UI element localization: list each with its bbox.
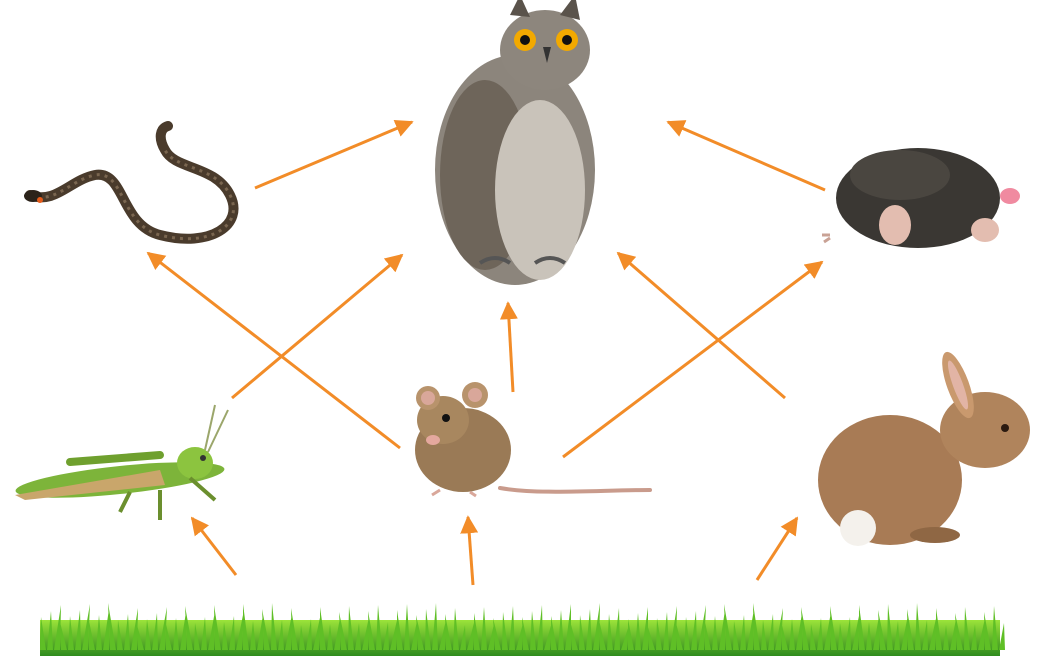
arrow-rabbit-to-owl	[618, 253, 785, 398]
arrow-mouse-to-mole	[563, 262, 822, 457]
mouse-icon	[415, 382, 650, 496]
arrow-grass-to-mouse	[468, 517, 473, 585]
rabbit-icon	[818, 348, 1030, 546]
arrow-mouse-to-snake	[148, 253, 400, 448]
owl-icon	[435, 0, 595, 285]
arrow-mouse-to-owl	[508, 303, 513, 392]
arrow-mole-to-owl	[668, 122, 825, 190]
arrow-grasshopper-to-owl	[232, 255, 402, 398]
snake-icon	[24, 126, 234, 239]
arrow-snake-to-owl	[255, 122, 412, 188]
mole-icon	[822, 148, 1020, 248]
grasshopper-icon	[14, 405, 228, 520]
grass-icon	[40, 603, 1005, 656]
arrow-grass-to-rabbit	[757, 518, 797, 580]
arrow-grass-to-grasshopper	[192, 518, 236, 575]
